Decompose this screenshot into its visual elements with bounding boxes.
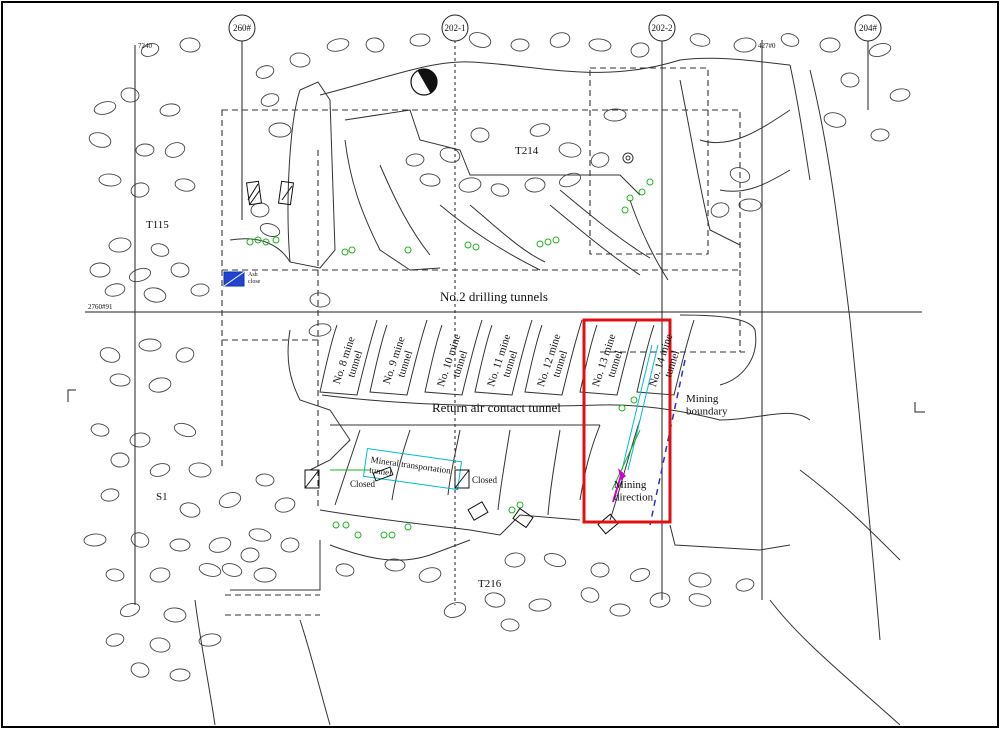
grid-label-left-top: 7240	[138, 42, 153, 50]
highlight-box-no13	[582, 318, 672, 524]
mine-tunnel-label-text: No. 9 minetunnel	[381, 335, 419, 389]
mine-tunnel-label-2: No. 9 minetunnel	[381, 335, 419, 389]
zone-t214: T214	[515, 145, 539, 157]
rock-texture	[83, 32, 911, 682]
zone-s1: S1	[156, 491, 168, 503]
grid-label-2: 202-1	[445, 23, 466, 33]
north-symbol	[410, 68, 438, 96]
grid-label-right-top: 427#0	[758, 42, 776, 50]
mine-tunnel-label-text: No. 12 minetunnel	[535, 332, 574, 391]
grid-label-4: 204#	[859, 23, 878, 33]
zone-t115: T115	[146, 219, 169, 231]
zone-t216: T216	[478, 578, 502, 590]
grid-axes	[67, 38, 925, 605]
grid-markers	[228, 14, 882, 42]
mine-tunnel-label-text: No. 8 minetunnel	[331, 335, 369, 389]
label-closed-left: Closed	[350, 479, 376, 489]
mine-tunnel-label-5: No. 12 minetunnel	[535, 332, 574, 391]
label-drilling-tunnels: No.2 drilling tunnels	[440, 289, 548, 304]
mine-tunnel-label-text: No. 13 minetunnel	[590, 332, 629, 391]
grid-label-3: 202-2	[652, 23, 673, 33]
mine-tunnel-label-text: No. 11 minetunnel	[485, 333, 524, 392]
lower-tunnels	[194, 314, 901, 726]
ash-marker	[223, 271, 245, 287]
mine-tunnel-outlines	[319, 319, 695, 396]
grid-label-1: 260#	[233, 23, 252, 33]
upper-tunnels	[229, 57, 881, 641]
mine-tunnel-label-1: No. 8 minetunnel	[331, 335, 369, 389]
label-closed-right: Closed	[472, 475, 498, 485]
mine-tunnel-label-6: No. 13 minetunnel	[590, 332, 629, 391]
label-return-air: Return air contact tunnel	[432, 400, 561, 415]
dashed-boundaries	[221, 67, 745, 616]
hatched-blocks	[245, 180, 619, 535]
label-mineral-transport: Mineral transportationtunnel	[369, 455, 452, 486]
mining-direction-arrow	[612, 468, 626, 503]
mine-tunnel-label-4: No. 11 minetunnel	[485, 333, 524, 392]
survey-points	[246, 178, 654, 539]
cyan-tunnel-traces	[330, 344, 659, 491]
grid-label-row: 2760#91	[88, 303, 113, 311]
